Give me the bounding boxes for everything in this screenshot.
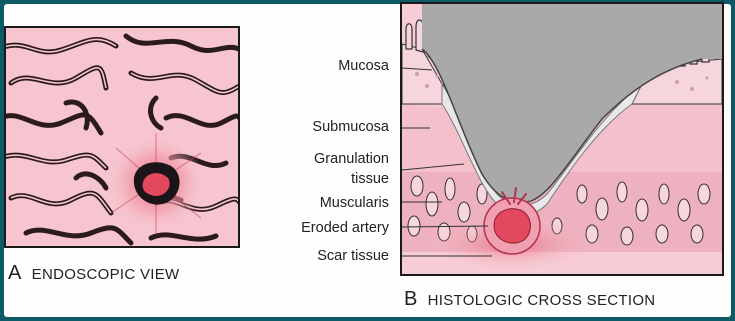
label-scar-tissue: Scar tissue bbox=[317, 247, 389, 265]
panel-b-caption: B HISTOLOGIC CROSS SECTION bbox=[404, 288, 655, 311]
label-granulation-line1: Granulation bbox=[314, 150, 389, 168]
endoscopic-view-illustration bbox=[6, 28, 238, 246]
histologic-section-panel bbox=[400, 2, 724, 276]
label-submucosa: Submucosa bbox=[312, 118, 389, 136]
label-mucosa: Mucosa bbox=[338, 57, 389, 75]
panel-a-caption: A ENDOSCOPIC VIEW bbox=[8, 262, 180, 285]
panel-b-letter: B bbox=[404, 288, 418, 310]
label-muscularis: Muscularis bbox=[320, 194, 389, 212]
endoscopic-view-panel bbox=[4, 26, 240, 248]
label-eroded-artery: Eroded artery bbox=[301, 219, 389, 237]
panel-a-letter: A bbox=[8, 262, 22, 284]
label-granulation-line2: tissue bbox=[351, 170, 389, 188]
panel-a-caption-text: ENDOSCOPIC VIEW bbox=[32, 266, 180, 283]
histologic-section-illustration bbox=[402, 4, 722, 274]
panel-b-caption-text: HISTOLOGIC CROSS SECTION bbox=[428, 292, 656, 309]
